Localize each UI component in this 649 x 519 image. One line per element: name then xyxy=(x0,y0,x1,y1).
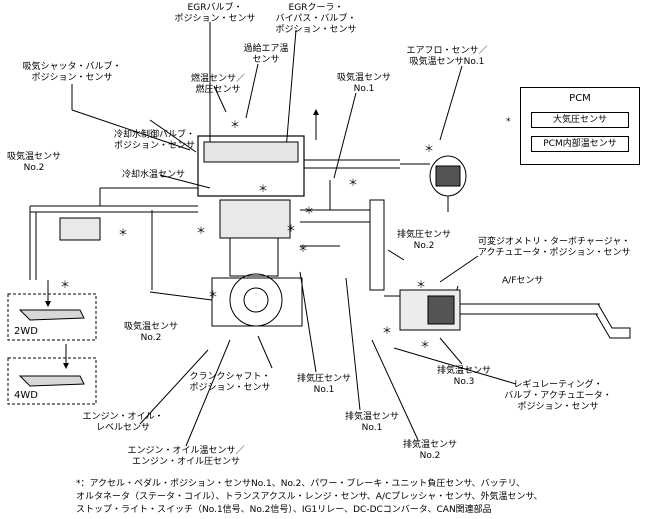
label-af-sensor: A/Fセンサ xyxy=(502,276,544,286)
svg-text:＊: ＊ xyxy=(286,224,296,235)
svg-text:＊: ＊ xyxy=(230,120,240,131)
pcm-barometric-sensor: 大気圧センサ xyxy=(531,112,629,128)
pcm-internal-temp-sensor: PCM内部温センサ xyxy=(531,136,629,152)
svg-text:＊: ＊ xyxy=(424,144,434,155)
label-fuel-temp-pressure-sensor: 燃温センサ／燃圧センサ xyxy=(190,74,245,95)
label-4wd: 4WD xyxy=(14,390,38,401)
label-2wd: 2WD xyxy=(14,326,38,337)
label-airflow-sensor: エアフロ・センサ／吸気温センサNo.1 xyxy=(406,46,488,67)
svg-text:＊: ＊ xyxy=(298,244,308,255)
footnote: *：アクセル・ペダル・ポジション・センサNo.1、No.2、パワー・ブレーキ・ユ… xyxy=(76,478,646,517)
label-engine-oil-temp-pressure-sensor: エンジン・オイル温センサ／エンジン・オイル圧センサ xyxy=(127,446,245,467)
svg-text:＊: ＊ xyxy=(196,226,206,237)
pcm-asterisk: * xyxy=(506,117,511,127)
footnote-line: ストップ・ライト・スイッチ（No.1信号、No.2信号）、IG1リレー、DC-D… xyxy=(76,505,492,515)
label-intake-shutter-sensor: 吸気シャッタ・バルブ・ポジション・センサ xyxy=(22,62,122,83)
label-regulating-valve-sensor: レギュレーティング・バルブ・アクチュエータ・ポジション・センサ xyxy=(504,380,612,412)
label-coolant-control-valve-sensor: 冷却水制御バルブ・ポジション・センサ xyxy=(114,130,196,151)
label-boost-air-temp-sensor: 過給エア温センサ xyxy=(243,44,289,65)
svg-text:＊: ＊ xyxy=(118,228,128,239)
svg-text:＊: ＊ xyxy=(208,290,218,301)
svg-text:＊: ＊ xyxy=(416,280,426,291)
pcm-title: PCM xyxy=(569,93,591,104)
svg-text:＊: ＊ xyxy=(304,206,314,217)
svg-text:＊: ＊ xyxy=(382,326,392,337)
label-engine-oil-level-sensor: エンジン・オイル・レベルセンサ xyxy=(82,412,164,433)
label-egr-valve-sensor: EGRバルブ・ポジション・センサ xyxy=(174,3,256,24)
footnote-line: *：アクセル・ペダル・ポジション・センサNo.1、No.2、パワー・ブレーキ・ユ… xyxy=(76,479,526,489)
label-crankshaft-position-sensor: クランクシャフト・ポジション・センサ xyxy=(189,372,271,393)
svg-text:＊: ＊ xyxy=(420,340,430,351)
pcm-box: PCM 大気圧センサ PCM内部温センサ xyxy=(520,87,640,165)
svg-text:＊: ＊ xyxy=(60,280,70,291)
svg-text:＊: ＊ xyxy=(348,178,358,189)
svg-text:＊: ＊ xyxy=(258,184,268,195)
label-coolant-temp-sensor: 冷却水温センサ xyxy=(122,170,186,180)
label-egr-cooler-bypass-sensor: EGRクーラ・バイパス・バルブ・ポジション・センサ xyxy=(275,3,357,35)
footnote-line: オルタネータ（ステータ・コイル）、トランスアクスル・レンジ・センサ、A/Cプレッ… xyxy=(76,492,543,502)
label-vgt-actuator-sensor: 可変ジオメトリ・ターボチャージャ・アクチュエータ・ポジション・センサ xyxy=(478,237,631,258)
